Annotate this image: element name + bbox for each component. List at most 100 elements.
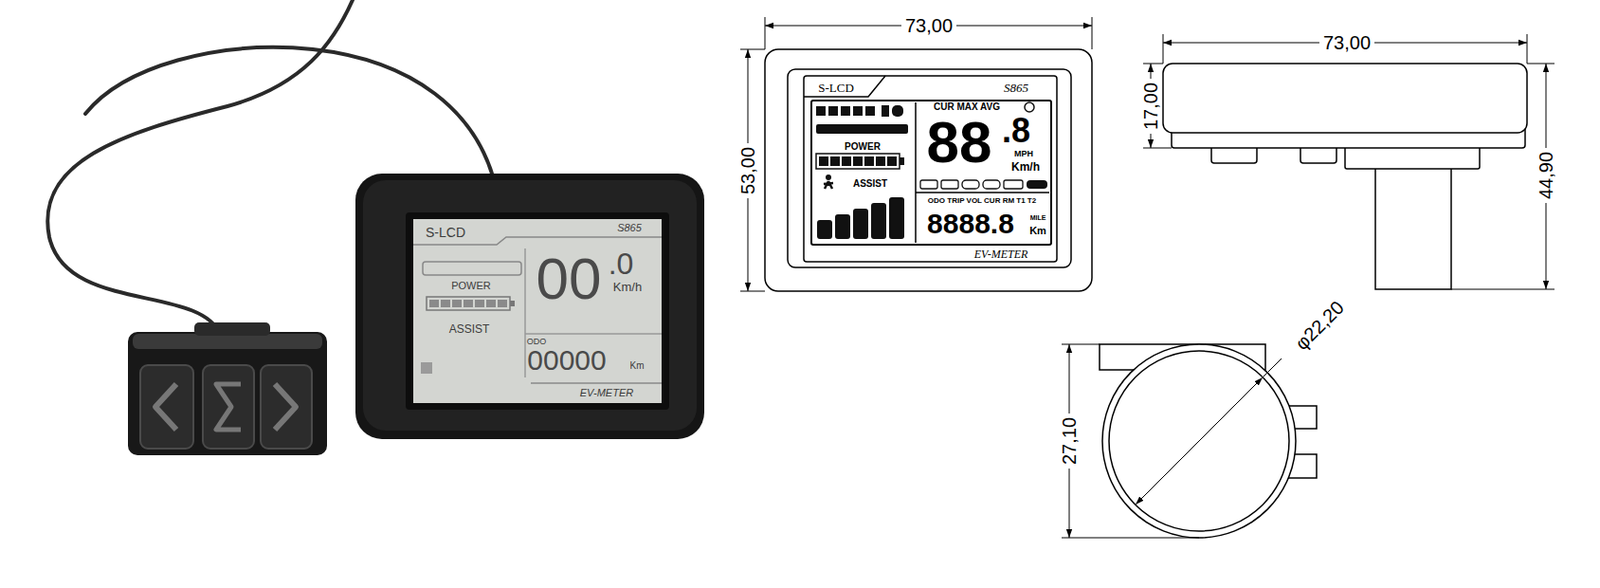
lcd-segments: [830, 156, 840, 166]
display-unit: [355, 173, 705, 439]
model-text: S865: [617, 222, 642, 234]
unit-text: Km: [1029, 225, 1047, 237]
display-unit: [463, 299, 473, 308]
lcd-segments: [853, 208, 869, 239]
display-unit: [426, 296, 510, 310]
cable: [85, 47, 493, 177]
dimension-label: 73,00: [1319, 32, 1375, 54]
dimension-line: [1262, 358, 1282, 378]
lcd-text: ASSIST: [853, 179, 888, 189]
dimension-line: [740, 49, 765, 51]
button-pad: [260, 364, 312, 449]
button-pad: [127, 322, 328, 455]
side-view: [1163, 63, 1528, 290]
dimension-line: [764, 17, 766, 50]
front-view: [915, 191, 1050, 194]
display-unit: [422, 261, 522, 275]
lcd-text: ASSIST: [449, 323, 491, 335]
display-unit: [452, 299, 462, 308]
dimension-line: [1527, 34, 1528, 64]
side-view: [1375, 161, 1452, 290]
dimension-label: 17,00: [1140, 78, 1162, 134]
brand-text: EV-METER: [580, 387, 634, 399]
lcd-segments: [835, 214, 851, 239]
button-pad: [274, 383, 296, 430]
speed-digits: 88: [927, 112, 993, 172]
dimension-line: [1163, 34, 1164, 64]
front-view: [787, 69, 1072, 268]
lcd-segments: [865, 106, 875, 116]
button-pad: [132, 333, 323, 349]
dimension-line: [1061, 537, 1200, 539]
brand-text: S-LCD: [818, 81, 855, 94]
button-pad: [140, 364, 194, 449]
lcd-segments: [899, 157, 905, 165]
clamp-section: [1102, 344, 1296, 538]
dimension-line: [1061, 344, 1100, 346]
display-unit: [525, 332, 662, 335]
dimension-label: 27,10: [1058, 413, 1080, 469]
display-unit: [429, 299, 439, 308]
speed-digits: .0: [608, 248, 635, 279]
front-view: [764, 49, 1092, 291]
dimension-label: 44,90: [1535, 147, 1557, 203]
lcd-segments: [1003, 180, 1023, 189]
lcd-text: CUR MAX AVG: [933, 102, 1000, 112]
dimension-line: [1143, 63, 1164, 65]
clamp-section: [1109, 350, 1290, 531]
lcd-text: ODO TRIP VOL CUR RM T1 T2: [927, 197, 1037, 205]
unit-text: Km/h: [613, 280, 642, 293]
lcd-segments: [881, 105, 890, 117]
dimension-line: [740, 17, 1092, 291]
lcd-segments: [816, 102, 1048, 239]
dimension-line: [1527, 63, 1555, 65]
front-view: [803, 75, 886, 97]
lcd-segments: [941, 180, 959, 189]
display-unit: [524, 248, 527, 378]
display-unit: [363, 180, 697, 431]
lcd-segments: [841, 156, 852, 166]
speed-digits: .8: [1001, 113, 1031, 148]
lcd-text: POWER: [451, 280, 491, 291]
front-view: [803, 75, 1057, 262]
display-unit: [420, 362, 433, 374]
speed-digits: 00: [536, 249, 602, 309]
brand-text: S-LCD: [425, 225, 466, 239]
dimension-line: [1091, 17, 1093, 50]
display-unit: [486, 299, 496, 308]
dimension-line: [1061, 344, 1282, 538]
display-unit: [440, 299, 451, 308]
side-view: [1163, 63, 1528, 133]
lcd-segments: [920, 180, 938, 189]
display-unit: [509, 300, 515, 307]
front-view: [811, 100, 1052, 245]
dimension-line: [1451, 289, 1555, 291]
lcd-text: ODO: [527, 337, 547, 346]
lcd-text: POWER: [844, 142, 881, 152]
lcd-segments: [889, 197, 905, 239]
button-pad: [202, 364, 255, 449]
lcd-segments: [1024, 102, 1035, 112]
button-pad: [155, 383, 177, 430]
unit-text: MPH: [1014, 149, 1034, 159]
lcd-segments: [1026, 180, 1048, 189]
display-unit: [405, 212, 670, 410]
dimension-label: 73,00: [901, 15, 957, 37]
lcd-segments: [818, 156, 829, 166]
lcd-segments: [816, 106, 826, 116]
lcd-segments: [864, 156, 874, 166]
unit-text: Km/h: [1011, 161, 1040, 173]
button-pad: [194, 322, 271, 336]
lcd-segments: [817, 219, 833, 239]
dimension-line: [1135, 377, 1263, 505]
button-pad: [127, 331, 328, 455]
unit-text: MILE: [1030, 214, 1047, 221]
clamp-section: [1099, 344, 1317, 538]
brand-text: EV-METER: [974, 248, 1029, 260]
odometer-digits: 00000: [527, 345, 606, 375]
lcd-segments: [875, 156, 886, 166]
lcd-segments: [891, 105, 904, 117]
